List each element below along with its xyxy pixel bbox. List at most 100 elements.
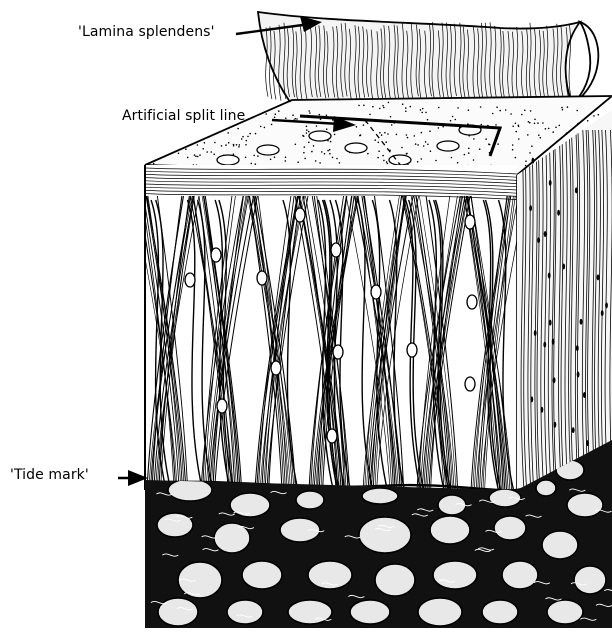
marrow-space	[418, 598, 462, 626]
marrow-space	[227, 600, 263, 624]
side-cell	[549, 320, 552, 326]
surface-dot	[359, 135, 361, 137]
marrow-space	[362, 488, 398, 504]
surface-dot	[402, 103, 404, 105]
side-cell	[605, 302, 608, 308]
surface-dot	[420, 109, 422, 111]
surface-dot	[324, 153, 326, 155]
surface-dot	[391, 124, 393, 126]
surface-dot	[396, 134, 398, 136]
side-cell	[557, 210, 560, 216]
chondrocyte-cell	[331, 243, 341, 257]
surface-dot	[451, 157, 453, 159]
surface-dot	[260, 126, 262, 128]
surface-dot	[442, 126, 444, 128]
surface-dot	[383, 160, 385, 162]
surface-dot	[473, 159, 475, 161]
marrow-space	[494, 516, 526, 540]
surface-dot	[379, 132, 381, 134]
side-cell	[541, 407, 544, 413]
side-cell	[580, 319, 583, 325]
marrow-space	[158, 598, 198, 626]
surface-dot	[479, 148, 481, 150]
surface-dot	[430, 150, 432, 152]
surface-dot	[315, 160, 317, 162]
surface-dot	[538, 134, 540, 136]
surface-dot	[185, 148, 187, 150]
surface-dot	[438, 127, 440, 129]
surface-dot	[303, 152, 305, 154]
surface-dot	[227, 132, 229, 134]
surface-dot	[422, 108, 424, 110]
chondrocyte-cell	[295, 208, 305, 222]
surface-cell	[345, 143, 367, 153]
surface-dot	[306, 126, 308, 128]
chondrocyte-cell	[465, 215, 475, 229]
surface-dot	[510, 113, 512, 115]
surface-dot	[271, 124, 273, 126]
surface-dot	[427, 119, 429, 121]
surface-dot	[515, 157, 517, 159]
surface-dot	[417, 144, 419, 146]
surface-dot	[542, 122, 544, 124]
marrow-space	[296, 491, 324, 509]
surface-dot	[492, 113, 494, 115]
surface-dot	[187, 157, 189, 159]
surface-dot	[304, 158, 306, 160]
surface-cell	[309, 131, 331, 141]
surface-dot	[425, 112, 427, 114]
surface-dot	[382, 155, 384, 157]
marrow-space	[438, 495, 466, 515]
surface-dot	[336, 158, 338, 160]
surface-dot	[379, 108, 381, 110]
surface-dot	[202, 148, 204, 150]
surface-dot	[253, 155, 255, 157]
surface-dot	[455, 119, 457, 121]
marrow-space	[157, 513, 193, 537]
marrow-space	[308, 561, 352, 589]
marrow-space	[230, 493, 270, 517]
collagen-fibre	[86, 196, 125, 490]
surface-dot	[452, 116, 454, 118]
side-cell	[529, 205, 532, 211]
surface-dot	[367, 153, 369, 155]
marrow-space	[547, 600, 583, 624]
surface-dot	[387, 163, 389, 165]
collagen-fibre	[80, 196, 120, 490]
surface-dot	[153, 163, 155, 165]
surface-dot	[529, 152, 531, 154]
chondrocyte-cell	[333, 345, 343, 359]
surface-dot	[410, 106, 412, 108]
side-cell	[576, 345, 579, 351]
surface-dot	[239, 144, 241, 146]
surface-dot	[197, 156, 199, 158]
surface-dot	[374, 139, 376, 141]
surface-dot	[537, 122, 539, 124]
surface-dot	[292, 114, 294, 116]
surface-dot	[238, 146, 240, 148]
surface-dot	[197, 144, 199, 146]
surface-dot	[512, 149, 514, 151]
surface-dot	[425, 141, 427, 143]
surface-dot	[206, 151, 208, 153]
surface-dot	[598, 114, 600, 116]
surface-dot	[401, 147, 403, 149]
marrow-space	[542, 531, 578, 559]
surface-dot	[388, 102, 390, 104]
chondrocyte-cell	[271, 361, 281, 375]
side-cell	[549, 180, 552, 186]
collagen-fibre	[95, 196, 131, 490]
side-cell	[548, 273, 551, 279]
surface-dot	[593, 115, 595, 117]
surface-dot	[485, 138, 487, 140]
surface-dot	[406, 134, 408, 136]
surface-dot	[495, 124, 497, 126]
surface-dot	[383, 107, 385, 109]
surface-dot	[587, 120, 589, 122]
surface-dot	[285, 117, 287, 119]
chondrocyte-cell	[185, 273, 195, 287]
surface-dot	[468, 109, 470, 111]
surface-dot	[194, 154, 196, 156]
surface-dot	[270, 159, 272, 161]
surface-dot	[406, 153, 408, 155]
